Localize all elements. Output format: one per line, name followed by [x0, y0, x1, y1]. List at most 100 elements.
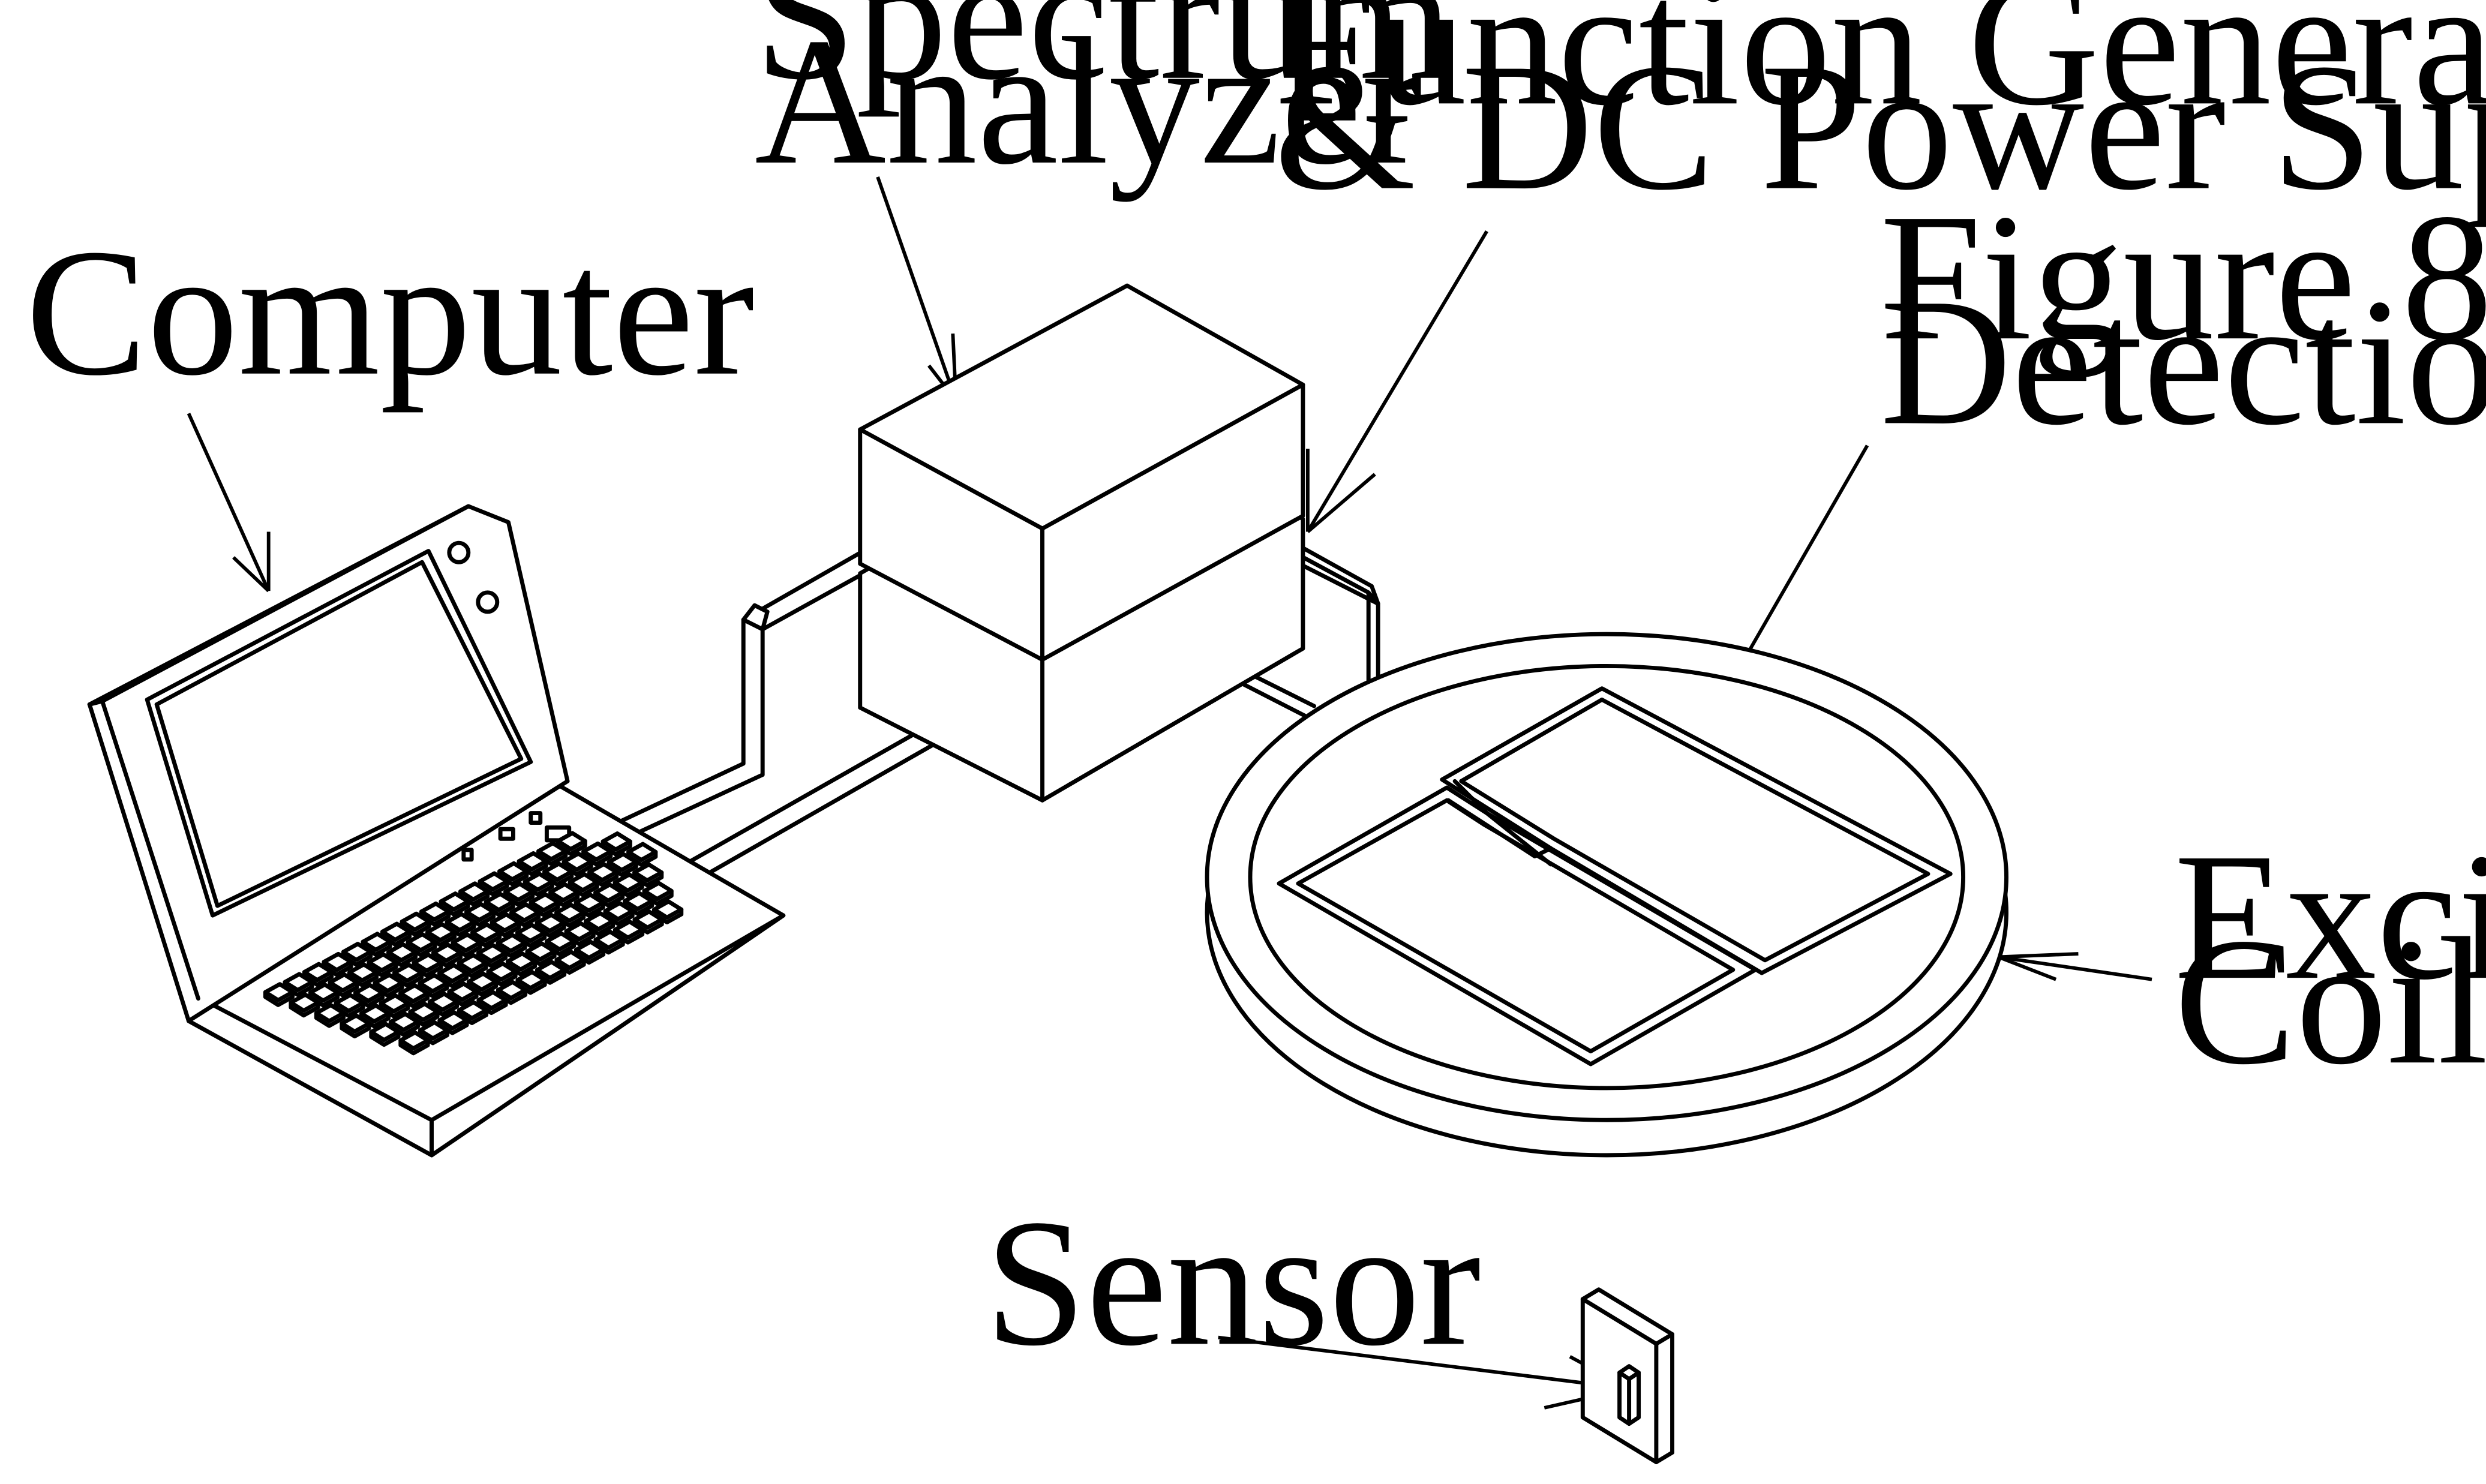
- keyboard-key-side: [328, 980, 359, 998]
- spectrum-analyzer-label: Spectrum Analyzer: [755, 0, 1499, 202]
- keyboard-key-side: [490, 920, 521, 938]
- computer-leader: [187, 413, 271, 592]
- keyboard-key-side: [283, 980, 314, 998]
- keyboard-key-side: [466, 980, 499, 997]
- function-generator-label: Function Generator & DC Power Supply: [1274, 0, 2486, 228]
- sensor-block: [1580, 1287, 1675, 1465]
- keyboard-key-side: [515, 930, 547, 948]
- keyboard-key-side: [289, 1001, 320, 1018]
- keyboard-key-side: [593, 890, 625, 908]
- keyboard-key-side: [431, 950, 463, 968]
- keyboard-key-side: [361, 939, 392, 957]
- keyboard-key-side: [314, 1011, 346, 1028]
- keyboard-key-side: [535, 920, 566, 938]
- keyboard-key-side: [517, 859, 548, 876]
- keyboard-key-side: [392, 971, 424, 988]
- laptop-screen: [145, 549, 533, 918]
- keyboard-key-side: [583, 919, 616, 936]
- keyboard-key-side: [523, 879, 554, 897]
- keyboard-key-side: [412, 960, 443, 978]
- computer-label: Computer: [26, 211, 755, 413]
- keyboard-key-side: [437, 1018, 469, 1035]
- keyboard-key-side: [505, 959, 538, 977]
- keyboard-key-side: [457, 1008, 489, 1025]
- keyboard-key-side: [347, 970, 379, 987]
- keyboard-key-side: [408, 1010, 440, 1027]
- keyboard-key-side: [464, 909, 496, 927]
- keyboard-key-side: [458, 889, 490, 906]
- keyboard: [263, 831, 684, 1056]
- keyboard-key-side: [601, 839, 632, 857]
- keyboard-key-side: [398, 991, 430, 1008]
- keyboard-key-side: [486, 969, 518, 987]
- excitation-coil-leader: [1998, 955, 2152, 981]
- keyboard-key-side: [439, 899, 470, 917]
- keyboard-key-side: [470, 930, 502, 948]
- keyboard-key-side: [418, 981, 449, 998]
- keyboard-key-side: [308, 990, 340, 1008]
- keyboard-key-side: [525, 949, 557, 966]
- keyboard-key-side: [632, 870, 664, 888]
- keyboard-key-side: [386, 950, 418, 968]
- excitation-coil-label: Excitation Coil: [2174, 815, 2486, 1102]
- keyboard-key-side: [574, 947, 606, 965]
- keyboard-key-side: [562, 859, 593, 877]
- spectrum-analyzer-box: [858, 283, 1305, 662]
- keyboard-key-side: [302, 970, 334, 987]
- keyboard-key-side: [425, 930, 457, 947]
- keyboard-key-side: [544, 939, 577, 957]
- keyboard-key-side: [603, 909, 635, 926]
- keyboard-key-side: [632, 917, 664, 935]
- spectrum-analyzer-leader: [876, 176, 958, 402]
- keyboard-key-side: [476, 998, 508, 1016]
- keyboard-key-side: [554, 911, 586, 928]
- keyboard-key-side: [398, 1038, 430, 1056]
- knob-icon: [476, 590, 500, 614]
- keyboard-key-side: [406, 940, 437, 957]
- keyboard-key-side: [496, 941, 527, 958]
- keyboard-key-side: [613, 880, 644, 898]
- keyboard-key-side: [334, 1001, 365, 1018]
- keyboard-key-side: [529, 900, 560, 918]
- keyboard-key-side: [484, 900, 515, 917]
- keyboard-key-side: [613, 927, 645, 945]
- keyboard-key-side: [536, 849, 568, 866]
- sensor-label: Sensor: [985, 1181, 1481, 1383]
- keyboard-key-side: [367, 960, 398, 978]
- keyboard-key-side: [642, 888, 674, 906]
- keyboard-key-side: [447, 989, 479, 1007]
- keyboard-key-side: [622, 899, 654, 916]
- keyboard-key-side: [574, 900, 605, 918]
- keyboard-key-side: [322, 960, 353, 977]
- keyboard-key-side: [427, 999, 460, 1017]
- keyboard-key-side: [388, 1020, 421, 1037]
- keyboard-key-side: [587, 870, 619, 887]
- keyboard-key-side: [400, 920, 431, 937]
- keyboard-key-side: [535, 968, 567, 985]
- keyboard-key-side: [607, 860, 638, 877]
- keyboard-key-side: [548, 890, 580, 908]
- figure8-coil-label: Figure 8 Detection Coil: [1880, 176, 2486, 462]
- sensor-leader: [1218, 1335, 1629, 1390]
- keyboard-key-side: [380, 929, 412, 947]
- keyboard-key-side: [509, 910, 541, 927]
- keyboard-key-side: [263, 990, 295, 1007]
- keyboard-key-side: [353, 990, 385, 1008]
- keyboard-key-side: [341, 950, 373, 967]
- knob-icon: [447, 540, 471, 564]
- keyboard-key-side: [478, 879, 509, 897]
- keyboard-key-side: [651, 907, 684, 925]
- function-generator-leader: [1306, 230, 1488, 533]
- keyboard-key-side: [369, 1029, 401, 1047]
- laptop-computer: [87, 504, 786, 1158]
- keyboard-key-side: [379, 1001, 410, 1019]
- figure8-detection-coil: [1277, 686, 1953, 1067]
- keyboard-key-side: [542, 869, 574, 887]
- keyboard-key-side: [457, 961, 488, 978]
- keyboard-key-side: [451, 940, 482, 958]
- keyboard-key-side: [418, 1028, 450, 1046]
- keyboard-key-side: [497, 869, 529, 887]
- keyboard-key-side: [581, 849, 613, 867]
- keyboard-key-side: [515, 978, 547, 995]
- keyboard-key-side: [359, 1011, 391, 1029]
